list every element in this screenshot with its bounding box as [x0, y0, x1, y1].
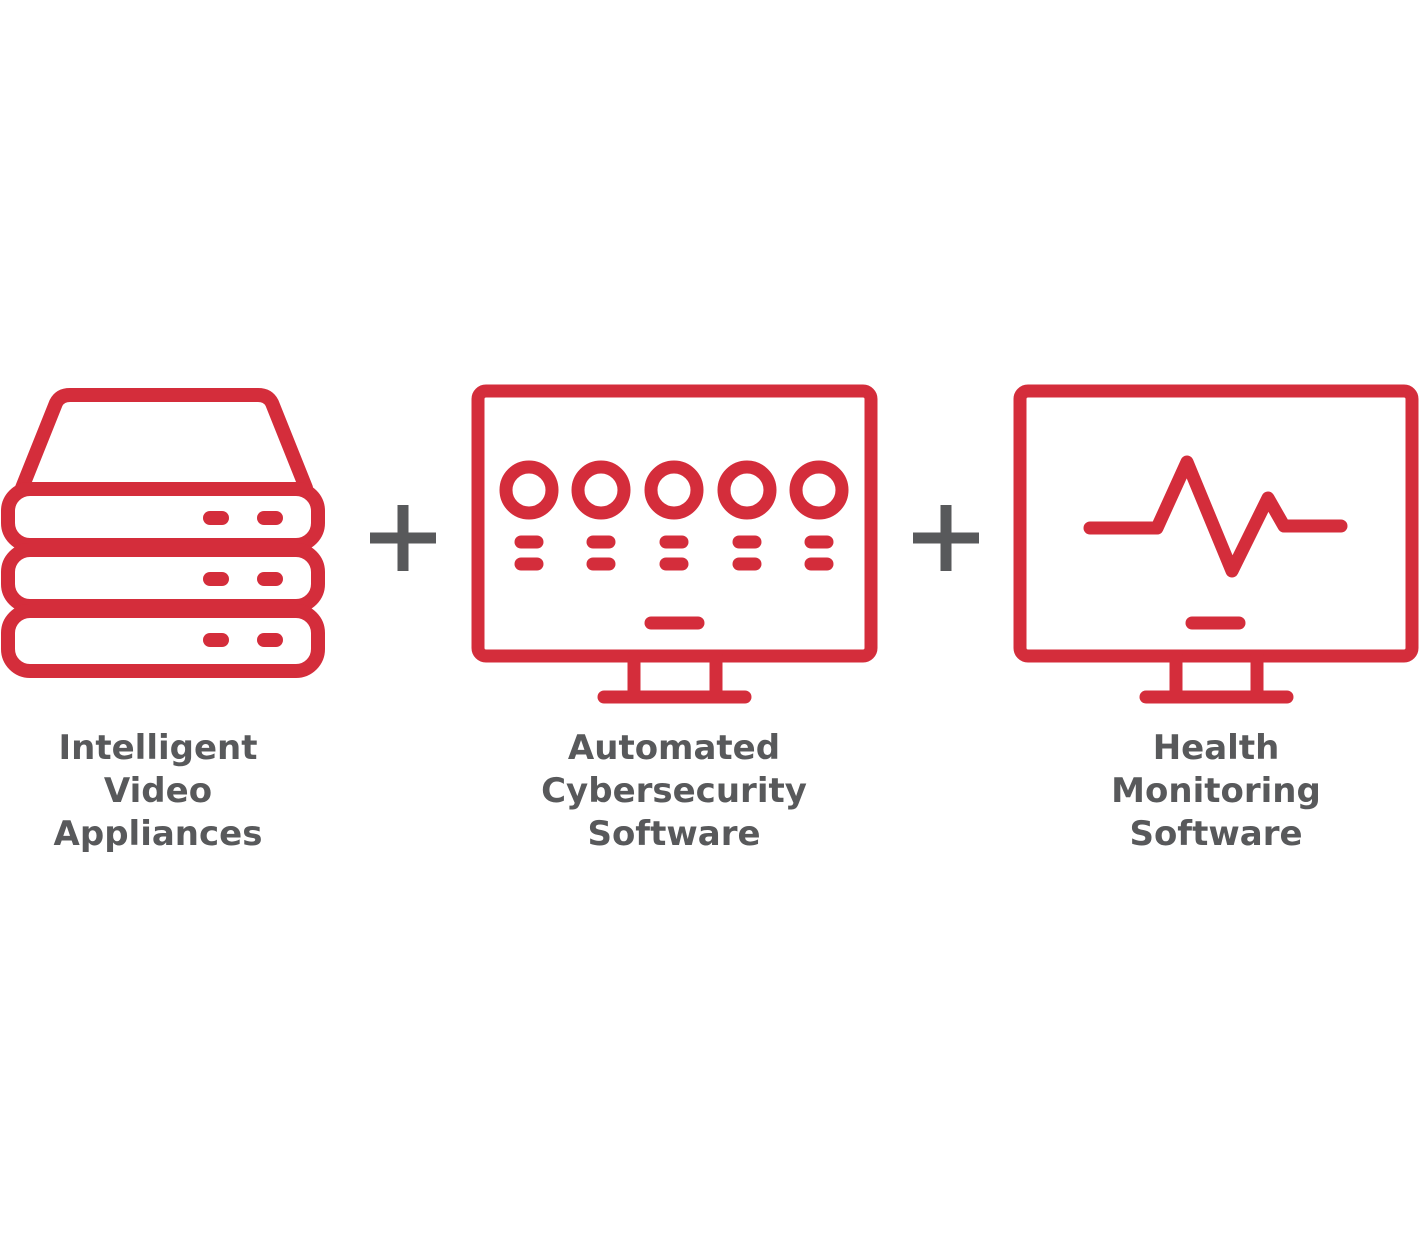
server-stack-icon	[1, 388, 325, 678]
monitor-dashboard-icon	[471, 384, 878, 704]
label-line: Cybersecurity	[541, 771, 807, 811]
monitor-heartbeat-icon	[1013, 384, 1419, 704]
plus-icon	[913, 505, 979, 571]
label-line: Automated	[567, 728, 781, 768]
component-label: Health Monitoring Software	[1041, 727, 1391, 856]
label-line: Software	[587, 814, 761, 854]
label-line: Intelligent	[58, 728, 258, 768]
label-line: Health	[1152, 728, 1280, 768]
plus-icon	[370, 505, 436, 571]
label-line: Monitoring	[1111, 771, 1321, 811]
label-line: Appliances	[53, 814, 263, 854]
label-line: Software	[1129, 814, 1303, 854]
label-line: Video	[103, 771, 213, 811]
component-label: Intelligent Video Appliances	[0, 727, 316, 856]
component-label: Automated Cybersecurity Software	[499, 727, 849, 856]
